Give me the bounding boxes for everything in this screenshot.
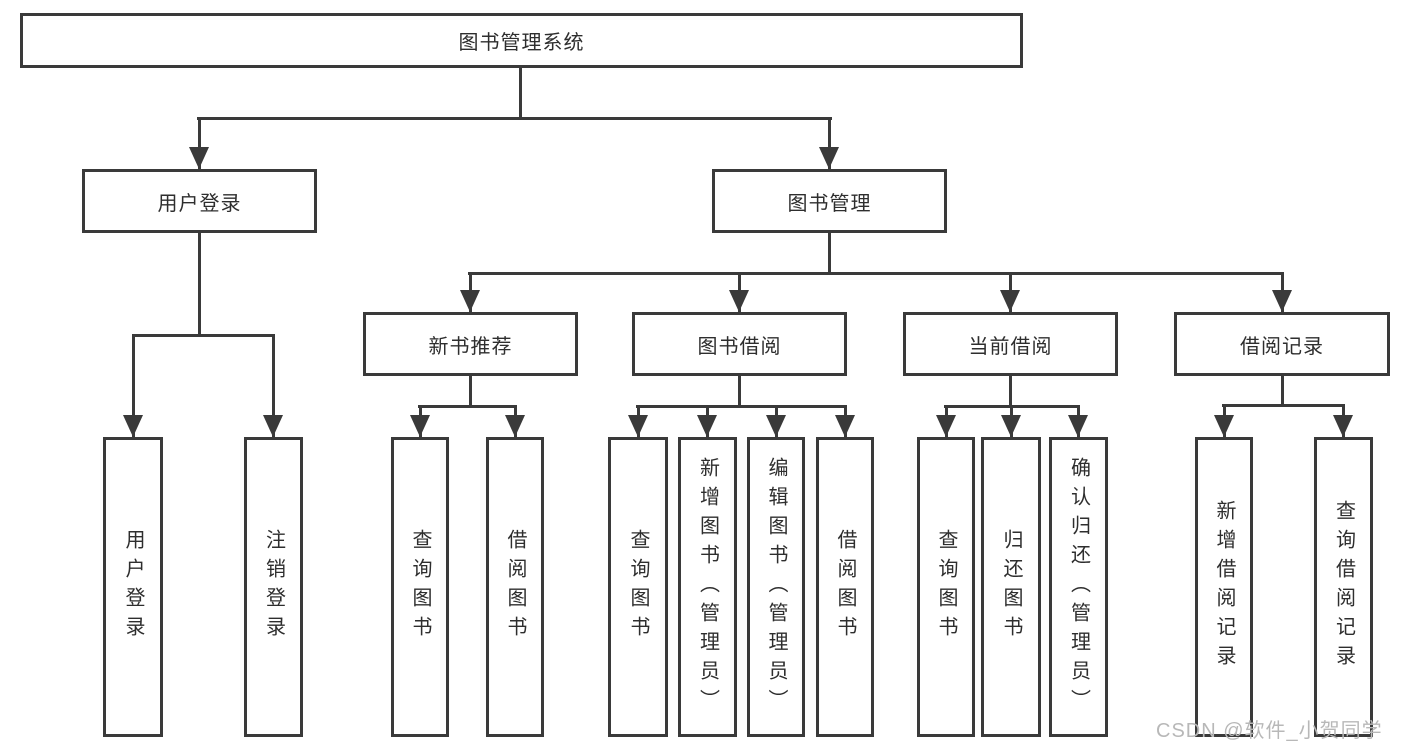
arrowhead-bookborrow-leaf1 bbox=[628, 415, 648, 437]
connector-userlogin-trunk bbox=[198, 233, 201, 335]
leaf-edit-book-admin-label: 编辑图书（管理员） bbox=[765, 456, 787, 718]
connector-bookmgmt-trunk bbox=[828, 233, 831, 274]
leaf-confirm-return-admin-label: 确认归还（管理员） bbox=[1067, 456, 1090, 718]
leaf-add-book-admin: 新增图书（管理员） bbox=[678, 437, 737, 737]
connector-bookborrow-hbar bbox=[636, 405, 847, 408]
arrowhead-newbook-leaf1 bbox=[410, 415, 430, 437]
arrowhead-borrowrecords bbox=[1272, 290, 1292, 312]
arrowhead-borrowrecords-leaf2 bbox=[1333, 415, 1353, 437]
arrowhead-currentborrow bbox=[1000, 290, 1020, 312]
node-book-borrowing-label: 图书借阅 bbox=[697, 335, 782, 358]
leaf-borrow-query-label: 查询图书 bbox=[627, 529, 649, 645]
leaf-add-borrow-record: 新增借阅记录 bbox=[1195, 437, 1253, 737]
arrowhead-logout-leaf bbox=[263, 415, 283, 437]
node-current-borrowing-label: 当前借阅 bbox=[968, 335, 1053, 358]
connector-newbook-trunk bbox=[469, 376, 472, 408]
leaf-newbook-query: 查询图书 bbox=[391, 437, 449, 737]
leaf-query-borrow-record-label: 查询借阅记录 bbox=[1332, 500, 1355, 674]
arrowhead-borrowrecords-leaf1 bbox=[1214, 415, 1234, 437]
csdn-watermark: CSDN @软件_小贺同学 bbox=[1156, 720, 1383, 742]
connector-to-login-leaf bbox=[132, 334, 135, 437]
leaf-newbook-borrow-label: 借阅图书 bbox=[504, 529, 526, 645]
leaf-borrow-book-label: 借阅图书 bbox=[834, 529, 856, 645]
connector-bookmgmt-hbar bbox=[468, 272, 1283, 275]
node-book-management-label: 图书管理 bbox=[787, 192, 872, 215]
leaf-current-query-label: 查询图书 bbox=[935, 529, 957, 645]
leaf-user-login: 用户登录 bbox=[103, 437, 163, 737]
leaf-logout: 注销登录 bbox=[244, 437, 303, 737]
arrowhead-userlogin bbox=[189, 147, 209, 169]
node-current-borrowing: 当前借阅 bbox=[903, 312, 1118, 376]
leaf-borrow-query: 查询图书 bbox=[608, 437, 668, 737]
leaf-return-book-label: 归还图书 bbox=[1000, 529, 1022, 645]
connector-to-logout-leaf bbox=[272, 334, 275, 437]
node-new-book-recommend: 新书推荐 bbox=[363, 312, 578, 376]
leaf-borrow-book: 借阅图书 bbox=[816, 437, 874, 737]
connector-root-to-bookmgmt bbox=[828, 117, 831, 169]
leaf-add-borrow-record-label: 新增借阅记录 bbox=[1213, 500, 1235, 674]
connector-borrowrecords-trunk bbox=[1281, 376, 1284, 407]
leaf-add-book-admin-label: 新增图书（管理员） bbox=[696, 456, 719, 718]
node-user-login: 用户登录 bbox=[82, 169, 317, 233]
connector-root-to-userlogin bbox=[198, 117, 201, 169]
leaf-current-query: 查询图书 bbox=[917, 437, 975, 737]
leaf-newbook-borrow: 借阅图书 bbox=[486, 437, 544, 737]
arrowhead-currentborrow-leaf1 bbox=[936, 415, 956, 437]
leaf-edit-book-admin: 编辑图书（管理员） bbox=[747, 437, 805, 737]
node-root: 图书管理系统 bbox=[20, 13, 1023, 68]
node-new-book-recommend-label: 新书推荐 bbox=[428, 335, 513, 358]
arrowhead-currentborrow-leaf2 bbox=[1001, 415, 1021, 437]
connector-userlogin-hbar bbox=[132, 334, 275, 337]
leaf-query-borrow-record: 查询借阅记录 bbox=[1314, 437, 1373, 737]
leaf-logout-label: 注销登录 bbox=[262, 529, 285, 645]
arrowhead-bookborrow bbox=[729, 290, 749, 312]
connector-newbook-hbar bbox=[418, 405, 517, 408]
leaf-return-book: 归还图书 bbox=[981, 437, 1041, 737]
node-book-management: 图书管理 bbox=[712, 169, 947, 233]
node-root-label: 图书管理系统 bbox=[458, 32, 585, 54]
arrowhead-newbook-leaf2 bbox=[505, 415, 525, 437]
arrowhead-currentborrow-leaf3 bbox=[1068, 415, 1088, 437]
arrowhead-bookborrow-leaf4 bbox=[835, 415, 855, 437]
connector-root-hbar bbox=[197, 117, 832, 120]
node-borrow-records: 借阅记录 bbox=[1174, 312, 1390, 376]
leaf-confirm-return-admin: 确认归还（管理员） bbox=[1049, 437, 1108, 737]
connector-currentborrow-trunk bbox=[1009, 376, 1012, 408]
arrowhead-bookborrow-leaf2 bbox=[697, 415, 717, 437]
node-borrow-records-label: 借阅记录 bbox=[1240, 335, 1324, 358]
leaf-user-login-label: 用户登录 bbox=[122, 529, 144, 645]
node-book-borrowing: 图书借阅 bbox=[632, 312, 847, 376]
arrowhead-login-leaf bbox=[123, 415, 143, 437]
node-user-login-label: 用户登录 bbox=[157, 192, 242, 215]
leaf-newbook-query-label: 查询图书 bbox=[409, 529, 431, 645]
connector-bookborrow-trunk bbox=[738, 376, 741, 408]
arrowhead-newbook bbox=[460, 290, 480, 312]
arrowhead-bookborrow-leaf3 bbox=[766, 415, 786, 437]
connector-borrowrecords-hbar bbox=[1222, 404, 1345, 407]
arrowhead-bookmgmt bbox=[819, 147, 839, 169]
connector-root-trunk bbox=[519, 68, 522, 118]
